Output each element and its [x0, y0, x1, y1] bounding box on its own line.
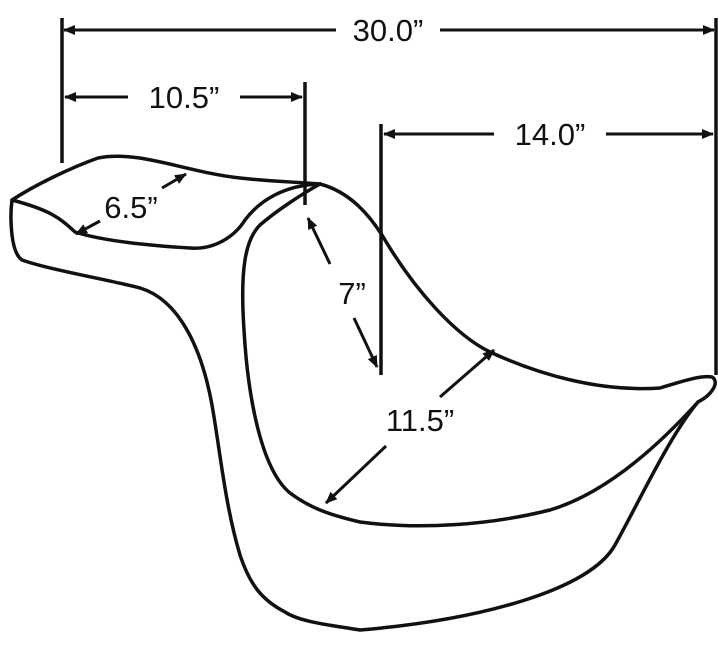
extension-lines — [60, 18, 718, 375]
front-seat-width-label: 6.5” — [104, 190, 157, 225]
seat-outline — [9, 154, 717, 632]
seat-outer-silhouette — [9, 154, 717, 632]
dimension-rear-section-length: 14.0” — [383, 117, 714, 152]
dimension-rear-seat-width: 11.5” — [324, 348, 495, 505]
seat-depth-arrow-lower — [352, 317, 379, 368]
rear-seat-width-arrow-lower — [324, 444, 388, 505]
rear-seat-width-label: 11.5” — [386, 403, 454, 438]
front-seat-pad — [10, 182, 322, 250]
rear-seat-width-arrow-upper — [439, 348, 495, 399]
rear-section-length-label: 14.0” — [515, 117, 586, 152]
dimension-front-seat-length: 10.5” — [64, 80, 303, 115]
overall-length-label: 30.0” — [353, 13, 424, 48]
dimension-front-seat-width: 6.5” — [75, 172, 187, 236]
front-seat-length-label: 10.5” — [149, 80, 220, 115]
dimension-seat-depth: 7” — [306, 217, 379, 368]
rear-seat-dish — [240, 182, 700, 528]
front-seat-width-arrow-upper — [161, 172, 187, 190]
dimension-overall-length: 30.0” — [63, 13, 715, 48]
seat-depth-arrow-upper — [306, 217, 332, 265]
front-seat-width-arrow-lower — [75, 219, 101, 236]
seat-depth-label: 7” — [338, 276, 366, 311]
